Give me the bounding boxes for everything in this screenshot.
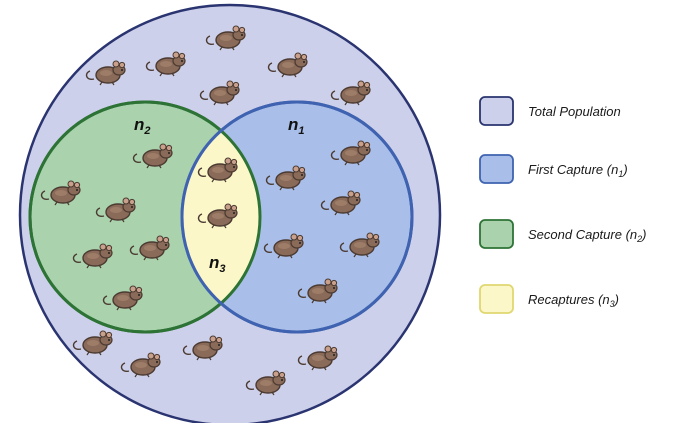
first-capture-swatch bbox=[480, 155, 513, 183]
second-capture-swatch bbox=[480, 220, 513, 248]
legend-second-capture: Second Capture (n2) bbox=[528, 227, 646, 244]
legend-total-population: Total Population bbox=[528, 104, 621, 119]
total-population-swatch bbox=[480, 97, 513, 125]
legend: Total Population First Capture (n1) Seco… bbox=[480, 97, 646, 313]
legend-first-capture: First Capture (n1) bbox=[528, 162, 628, 179]
recaptures-swatch bbox=[480, 285, 513, 313]
legend-recaptures: Recaptures (n3) bbox=[528, 292, 619, 309]
